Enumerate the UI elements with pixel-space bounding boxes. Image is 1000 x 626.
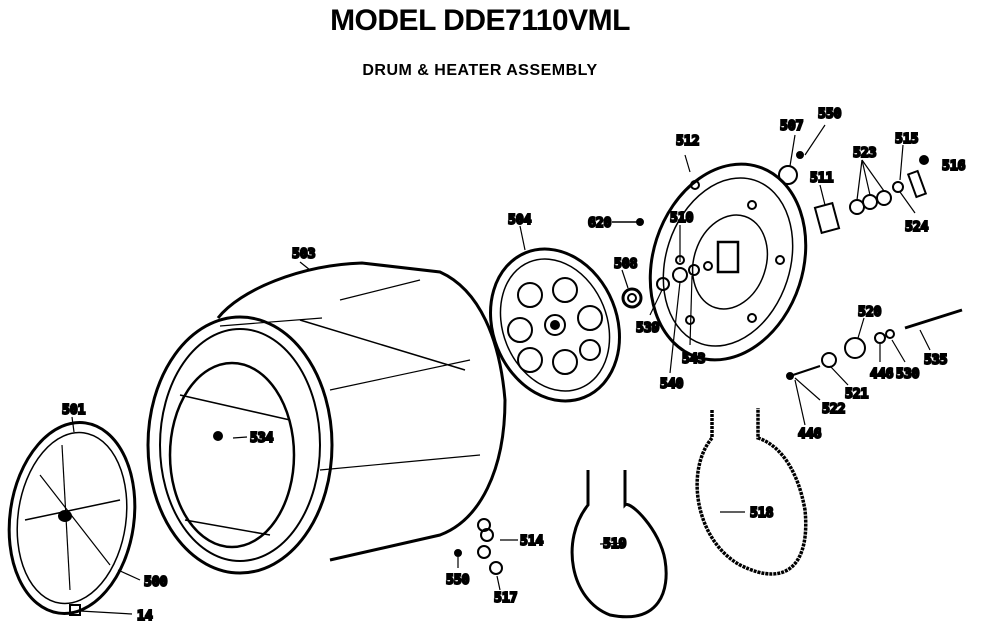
heater-plate-512	[648, 162, 808, 362]
label-511: 511	[810, 171, 834, 186]
front-bulkhead-ring-501	[7, 421, 137, 616]
part-labels: 501 500 14 503 534 504 620 508 510 512 5…	[61, 106, 967, 625]
heater-element-518	[695, 408, 808, 576]
label-517: 517	[494, 591, 517, 606]
label-516: 516	[942, 159, 966, 174]
label-503: 503	[292, 247, 315, 262]
label-520: 520	[858, 305, 882, 320]
rear-bulkhead-504	[489, 247, 621, 403]
label-540: 540	[660, 377, 684, 392]
label-512: 512	[676, 134, 699, 149]
label-507: 507	[780, 119, 803, 134]
label-508: 508	[614, 257, 638, 272]
label-500: 500	[144, 575, 168, 590]
label-522: 522	[822, 402, 845, 417]
label-539: 539	[636, 321, 659, 336]
label-510: 510	[670, 211, 694, 226]
belt-519	[570, 470, 668, 619]
label-518: 518	[750, 506, 774, 521]
label-519: 519	[603, 537, 626, 552]
diagram-title: MODEL DDE7110VML	[330, 4, 630, 37]
label-501: 501	[62, 403, 86, 418]
label-523: 523	[853, 146, 876, 161]
label-535: 535	[924, 353, 947, 368]
label-14: 14	[137, 609, 153, 624]
label-620: 620	[588, 216, 612, 231]
label-550b: 550	[446, 573, 470, 588]
diagram-subtitle: DRUM & HEATER ASSEMBLY	[362, 62, 598, 79]
label-446b: 446	[798, 427, 822, 442]
label-534: 534	[250, 431, 274, 446]
label-521: 521	[845, 387, 869, 402]
label-514: 514	[520, 534, 544, 549]
leader-lines	[71, 124, 931, 615]
label-504: 504	[508, 213, 532, 228]
hardware-right	[778, 151, 963, 380]
label-446a: 446	[870, 367, 894, 382]
drum-503	[146, 261, 507, 575]
bearing-parts-539-543	[612, 218, 713, 309]
label-543: 543	[682, 352, 705, 367]
label-530: 530	[896, 367, 920, 382]
label-515: 515	[895, 132, 918, 147]
label-550a: 550	[818, 107, 842, 122]
label-524: 524	[905, 220, 929, 235]
hardware-514-517	[454, 518, 503, 575]
